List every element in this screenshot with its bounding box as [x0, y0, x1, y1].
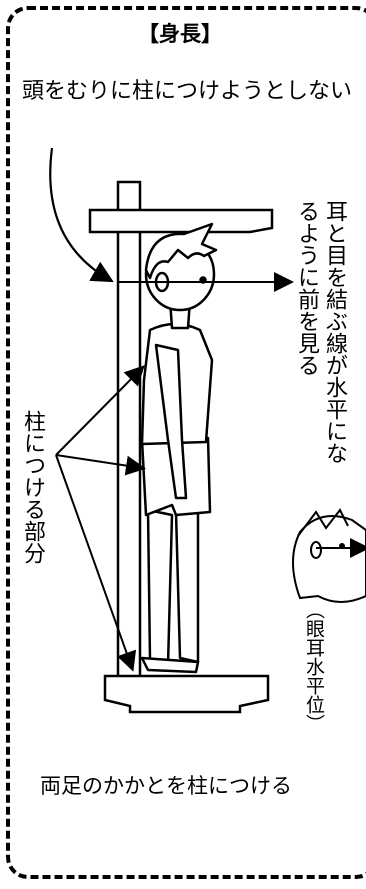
dashed-frame — [6, 6, 366, 879]
stadiometer — [88, 180, 274, 714]
head-instruction-arrow — [49, 147, 114, 283]
head-instruction: 頭をむりに柱につけようとしない — [22, 79, 353, 104]
eye-ear-inset — [292, 508, 366, 603]
diagram-title: 【身長】 — [138, 22, 222, 46]
eye-level-note: 耳と目を結ぶ線が水平になるように前を見る — [294, 200, 347, 464]
pillar-contact-label: 柱につける部分 — [20, 410, 45, 564]
contact-arrows — [55, 365, 146, 672]
stadiometer-pillar — [116, 180, 142, 679]
head-board — [88, 208, 274, 234]
heels-note: 両足のかかとを柱につける — [40, 774, 292, 798]
person-figure — [140, 222, 218, 674]
stadiometer-base — [103, 674, 270, 714]
eye-ear-plane-label: （眼耳水平位） — [303, 600, 325, 733]
